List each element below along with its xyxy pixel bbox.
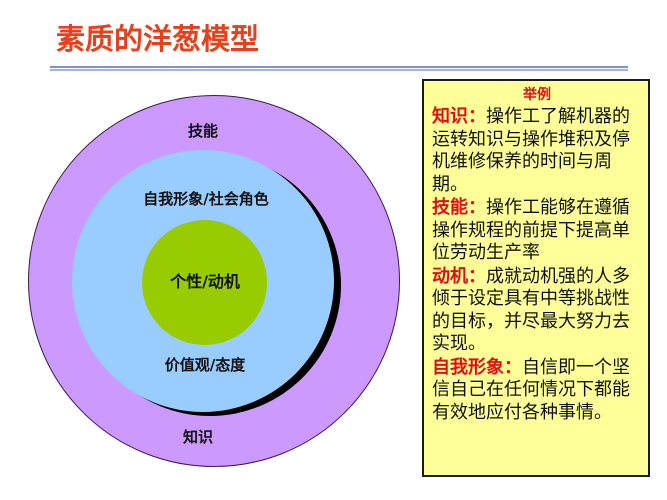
example-entry-skills: 技能：操作工能够在遵循操作规程的前提下提高单位劳动生产率 bbox=[432, 197, 642, 265]
example-box: 举例 知识：操作工了解机器的运转知识与操作堆积及停机维修保养的时间与周期。 技能… bbox=[422, 79, 650, 477]
label-values-attitudes: 价值观/态度 bbox=[164, 356, 246, 374]
entry-term: 自我形象： bbox=[432, 356, 522, 378]
entry-term: 技能： bbox=[432, 197, 486, 218]
slide-title: 素质的洋葱模型 bbox=[56, 22, 260, 56]
onion-model-diagram: 技能 自我形象/社会角色 个性/动机 价值观/态度 知识 bbox=[28, 95, 400, 467]
entry-text: 自信即一个坚信自己在任何情况下都能有效地应付各种事情。 bbox=[432, 356, 630, 423]
entry-term: 动机： bbox=[432, 265, 486, 287]
core-circle-traits-motives bbox=[142, 220, 267, 345]
entry-term: 知识： bbox=[432, 106, 486, 127]
example-entry-knowledge: 知识：操作工了解机器的运转知识与操作堆积及停机维修保养的时间与周期。 bbox=[432, 106, 642, 196]
example-entry-self-image: 自我形象：自信即一个坚信自己在任何情况下都能有效地应付各种事情。 bbox=[432, 357, 642, 425]
example-entry-motives: 动机：成就动机强的人多倾于设定具有中等挑战性的目标，并尽最大努力去实现。 bbox=[432, 266, 642, 356]
divider-line-bottom bbox=[50, 69, 628, 71]
title-divider bbox=[50, 66, 628, 72]
example-header: 举例 bbox=[523, 87, 551, 103]
label-skills: 技能 bbox=[187, 122, 219, 140]
label-traits-motives: 个性/动机 bbox=[170, 272, 240, 291]
label-self-image-social-role: 自我形象/社会角色 bbox=[143, 190, 269, 208]
entry-text: 操作工能够在遵循操作规程的前提下提高单位劳动生产率 bbox=[432, 197, 630, 263]
label-knowledge: 知识 bbox=[182, 428, 214, 446]
divider-line-top bbox=[50, 66, 628, 68]
entry-text: 操作工了解机器的运转知识与操作堆积及停机维修保养的时间与周期。 bbox=[432, 106, 630, 195]
entry-text: 成就动机强的人多倾于设定具有中等挑战性的目标，并尽最大努力去实现。 bbox=[432, 265, 630, 355]
